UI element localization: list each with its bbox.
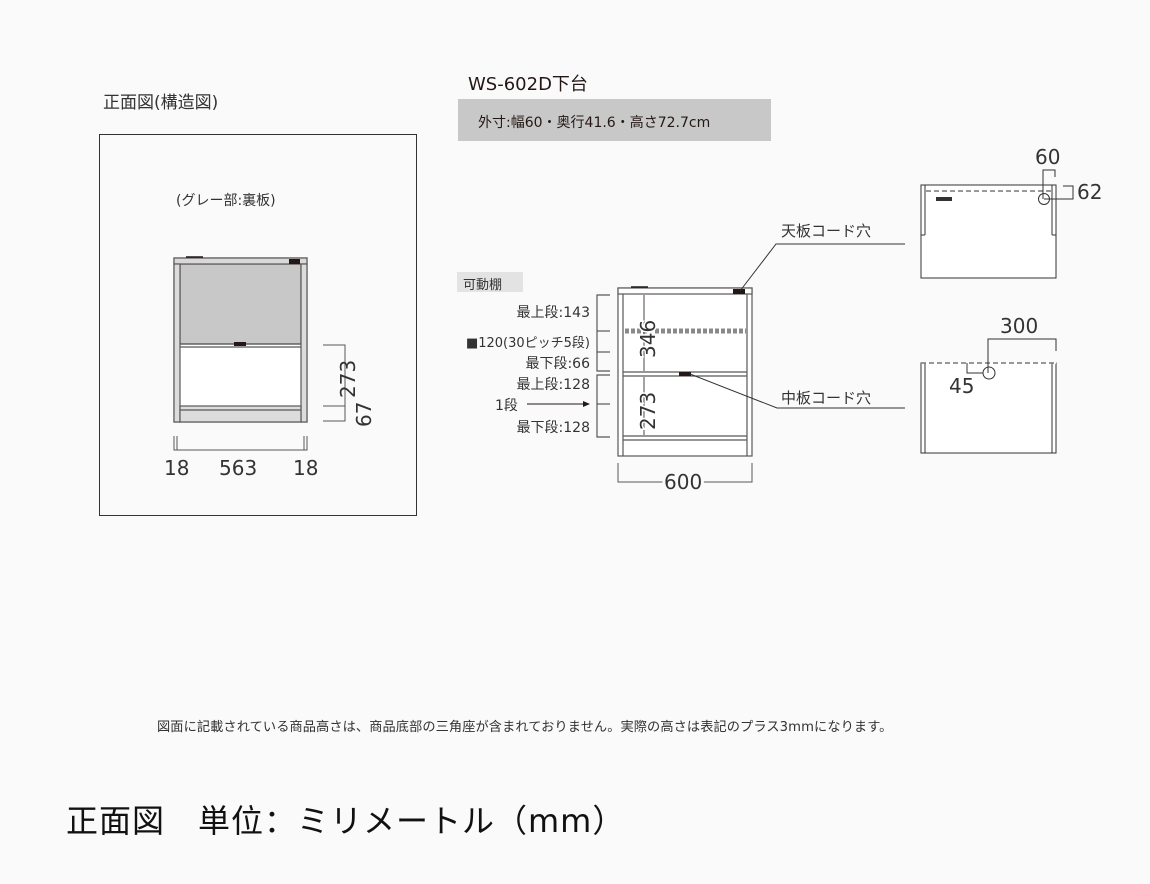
top-hole-dim-x: 60 [1035, 145, 1060, 169]
top-cord-hole-label: 天板コード穴 [781, 222, 872, 240]
height-footnote: 図面に記載されている商品高さは、商品底部の三角座が含まれておりません。実際の高さ… [157, 720, 893, 735]
movable-shelf-badge [457, 272, 523, 292]
spec-band [458, 99, 771, 141]
shelf-brackets [527, 294, 610, 438]
front-cabinet [173, 256, 308, 423]
dim-upper-section: 346 [636, 320, 660, 358]
middle-cord-hole-label: 中板コード穴 [781, 389, 872, 407]
dim-bottom-height: 67 [352, 402, 376, 427]
dim-side-left: 18 [164, 456, 189, 480]
spec-text: 外寸:幅60・奥行41.6・高さ72.7cm [478, 115, 711, 131]
mid-hole-dim-x: 300 [1000, 314, 1038, 338]
side-cabinet [617, 286, 753, 483]
middle-plan [920, 338, 1057, 454]
shelf-lower-bottom: 最下段:128 [516, 420, 590, 436]
movable-shelf-label: 可動棚 [463, 278, 503, 293]
back-panel-note: (グレー部:裏板) [176, 193, 276, 209]
top-hole-dim-y: 62 [1077, 180, 1102, 204]
shelf-lower-count: 1段 [495, 398, 518, 414]
dim-lower-section: 273 [636, 392, 660, 430]
dim-inner-width: 563 [219, 456, 257, 480]
dim-side-width: 600 [664, 470, 702, 494]
shelf-upper-top: 最上段:143 [516, 305, 590, 321]
top-plan [920, 169, 1074, 279]
shelf-upper-bottom: 最下段:66 [525, 356, 590, 372]
mid-hole-dim-y: 45 [949, 374, 974, 398]
dim-lower-height: 273 [336, 360, 360, 398]
shelf-lower-top: 最上段:128 [516, 377, 590, 393]
drawing-footer-title: 正面図 単位：ミリメートル（mm） [66, 802, 626, 840]
front-dimensions [173, 344, 346, 451]
shelf-upper-pitch: ■120(30ピッチ5段) [465, 336, 590, 351]
front-view-title: 正面図(構造図) [103, 93, 219, 113]
dim-side-right: 18 [293, 456, 318, 480]
model-title: WS-602D下台 [468, 74, 588, 95]
callout-leaders [689, 243, 905, 409]
